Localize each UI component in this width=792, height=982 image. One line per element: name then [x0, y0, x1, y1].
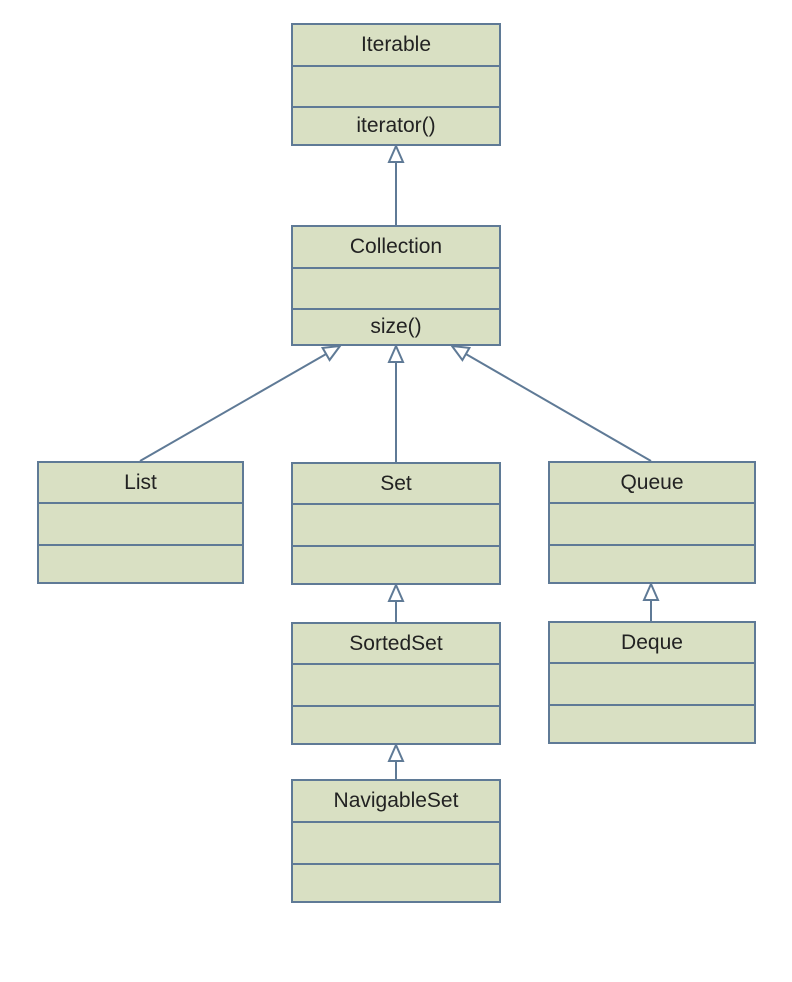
attributes-section-set: [293, 503, 499, 545]
attributes-section-navigableset: [293, 821, 499, 863]
class-box-queue: Queue: [548, 461, 756, 584]
generalization-line-list-to-collection: [139, 353, 327, 462]
class-name-collection: Collection: [349, 235, 443, 258]
class-box-deque: Deque: [548, 621, 756, 744]
operations-section-list: [39, 544, 242, 582]
generalization-arrowhead-set-to-collection: [387, 343, 405, 363]
class-box-iterable: Iterable iterator(): [291, 23, 501, 146]
operations-section-collection: size(): [293, 308, 499, 344]
operations-section-set: [293, 545, 499, 583]
operations-section-sortedset: [293, 705, 499, 743]
generalization-arrowhead-navigableset-to-sortedset: [387, 742, 405, 762]
generalization-arrowhead-collection-to-iterable: [387, 143, 405, 163]
operations-section-iterable: iterator(): [293, 106, 499, 144]
class-name-navigableset: NavigableSet: [333, 789, 459, 812]
operations-section-navigableset: [293, 863, 499, 901]
class-name-iterable: Iterable: [360, 33, 432, 56]
class-box-set: Set: [291, 462, 501, 585]
class-box-list: List: [37, 461, 244, 584]
attributes-section-list: [39, 502, 242, 544]
attributes-section-deque: [550, 662, 754, 704]
attributes-section-sortedset: [293, 663, 499, 705]
class-name-set: Set: [380, 471, 412, 495]
generalization-arrowhead-list-to-collection: [320, 344, 343, 362]
attributes-section-queue: [550, 502, 754, 544]
class-name-list: List: [124, 470, 157, 494]
generalization-line-queue-to-collection: [465, 353, 652, 462]
class-box-navigableset: NavigableSet: [291, 779, 501, 903]
class-name-deque: Deque: [621, 630, 683, 654]
class-box-collection: Collection size(): [291, 225, 501, 346]
generalization-arrowhead-sortedset-to-set: [387, 582, 405, 602]
class-name-sortedset: SortedSet: [349, 631, 443, 655]
attributes-section-collection: [293, 267, 499, 308]
generalization-arrowhead-queue-to-collection: [449, 344, 472, 362]
attributes-section-iterable: [293, 65, 499, 106]
class-name-queue: Queue: [620, 470, 684, 494]
operations-section-queue: [550, 544, 754, 582]
class-box-sortedset: SortedSet: [291, 622, 501, 745]
operations-section-deque: [550, 704, 754, 742]
generalization-arrowhead-deque-to-queue: [642, 581, 660, 601]
